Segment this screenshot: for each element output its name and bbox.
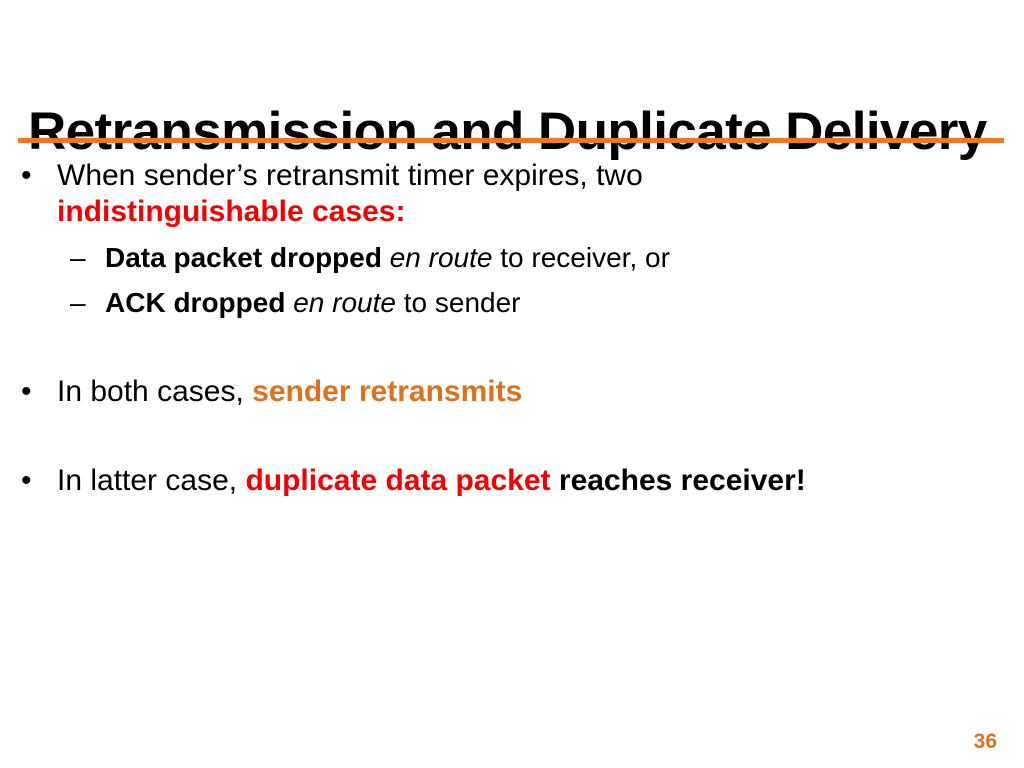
bullet-item-1: • When sender’s retransmit timer expires… <box>0 158 1024 230</box>
bullet-marker-icon: • <box>21 464 32 497</box>
subbullet-item-2: –ACK dropped en route to sender <box>0 285 1024 320</box>
bullet-item-3: • In latter case, duplicate data packet r… <box>0 463 1024 499</box>
bullet-marker-icon: • <box>21 375 32 408</box>
bullet-2-plain-text: In both cases, <box>57 375 244 408</box>
spacer <box>0 410 1024 463</box>
slide-body: • When sender’s retransmit timer expires… <box>0 158 1024 499</box>
subbullet-2-italic-text: en route <box>293 287 396 318</box>
page-title: Retransmission and Duplicate Delivery <box>28 101 987 161</box>
dash-marker-icon: – <box>70 287 86 318</box>
title-divider-rule <box>18 138 1004 143</box>
bullet-2-accent-text: sender retransmits <box>252 375 523 408</box>
bullet-1-line-1: When sender’s retransmit timer expires, … <box>57 159 643 192</box>
bullet-1-line-2-highlight: indistinguishable cases: <box>57 195 406 228</box>
spacer <box>0 230 1024 240</box>
subbullet-1-plain-text: to receiver, or <box>500 242 670 273</box>
page-number: 36 <box>973 730 997 753</box>
subbullet-2-bold-text: ACK dropped <box>105 287 286 318</box>
subbullet-1-bold-text: Data packet dropped <box>105 242 382 273</box>
bullet-3-plain-text: In latter case, <box>57 464 238 497</box>
spacer <box>0 275 1024 285</box>
subbullet-1-italic-text: en route <box>389 242 493 273</box>
bullet-3-bold-tail-text: reaches receiver! <box>558 464 806 497</box>
bullet-item-2: • In both cases, sender retransmits <box>0 374 1024 410</box>
bullet-marker-icon: • <box>21 159 32 192</box>
dash-marker-icon: – <box>70 242 86 273</box>
spacer <box>0 320 1024 374</box>
subbullet-item-1: –Data packet dropped en route to receive… <box>0 240 1024 275</box>
subbullet-2-plain-text: to sender <box>403 287 521 318</box>
bullet-3-highlight-text: duplicate data packet <box>245 464 551 497</box>
